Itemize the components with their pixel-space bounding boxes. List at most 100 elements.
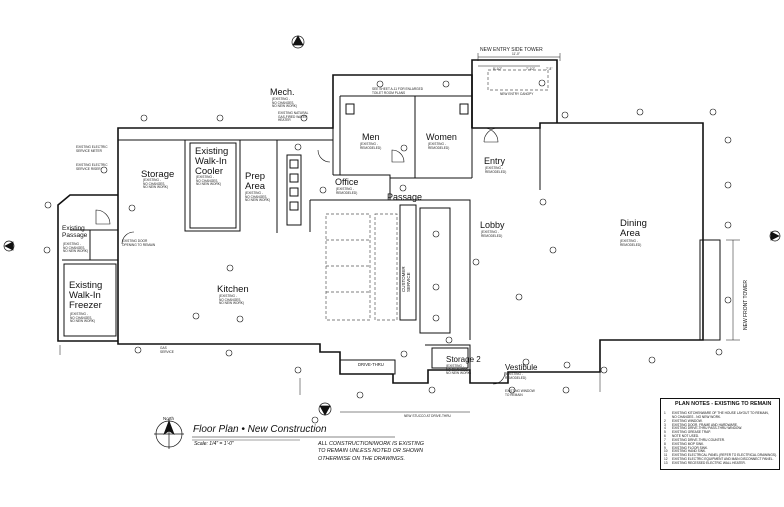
room-vestibule: Vestibule bbox=[505, 363, 538, 372]
plan-note-number: 8 bbox=[664, 441, 666, 446]
general-note: ALL CONSTRUCTION/WORK IS EXISTING TO REM… bbox=[318, 441, 424, 462]
room-drive-thru: DRIVE-THRU bbox=[358, 362, 384, 367]
note-electric-riser: EXISTING ELECTRIC SERVICE RISER bbox=[76, 163, 108, 171]
plan-note-item: 5 EXISTING GREASE TRAP. bbox=[664, 430, 777, 435]
plan-note-number: 7 bbox=[664, 437, 666, 442]
room-storage: Storage bbox=[141, 169, 175, 180]
plan-note-item: 1 EXISTING KITCHENWARE OF THE HOUSE LAYOU… bbox=[664, 411, 777, 420]
plan-note-number: 5 bbox=[664, 430, 666, 435]
dimension-top: 11'-0" bbox=[512, 52, 520, 56]
men-toilet bbox=[345, 103, 355, 115]
cooler-box bbox=[189, 142, 237, 229]
room-office: Office bbox=[335, 177, 359, 187]
note-existing-passage: (EXISTING - NO CHANGES, NO NEW WORK) bbox=[63, 242, 88, 254]
storage2-box bbox=[431, 347, 469, 369]
room-entry: Entry bbox=[484, 156, 506, 166]
note-entry: (EXISTING - REMODELED) bbox=[485, 166, 507, 174]
plan-note-number: 4 bbox=[664, 426, 666, 431]
note-storage2: (EXISTING - NO CHANGES, NO NEW WORK) bbox=[446, 364, 471, 376]
room-prep-area: Prep Area bbox=[245, 171, 266, 192]
exterior-wall-main bbox=[117, 74, 704, 384]
room-passage: Passage bbox=[387, 192, 423, 202]
dimension-b: 7'-1/2" bbox=[526, 67, 536, 71]
drive-thru-window bbox=[339, 359, 396, 375]
drawing-title: Floor Plan • New Construction bbox=[193, 424, 327, 435]
room-women: Women bbox=[426, 132, 457, 142]
plan-note-text: EXISTING FLOOR SINK. bbox=[672, 445, 708, 450]
customer-counter bbox=[399, 204, 417, 321]
plan-note-item: 3 EXISTING DOOR, FRAME AND HARDWARE. bbox=[664, 422, 777, 428]
note-men: (EXISTING - REMODELED) bbox=[360, 142, 382, 150]
plan-note-text: NOTE NOT USED. bbox=[672, 434, 700, 439]
service-line bbox=[419, 207, 451, 334]
plan-notes-list: 1 EXISTING KITCHENWARE OF THE HOUSE LAYOU… bbox=[664, 411, 777, 466]
plan-note-text: EXISTING DOOR, FRAME AND HARDWARE. bbox=[672, 422, 738, 427]
plan-note-item: 7 EXISTING DRIVE-THRU COUNTER. bbox=[664, 437, 777, 443]
plan-note-text: EXISTING KITCHENWARE OF THE HOUSE LAYOUT… bbox=[672, 411, 769, 419]
note-existing-door: EXISTING DOOR OPENING TO REMAIN bbox=[122, 239, 156, 247]
room-dining-area: Dining Area bbox=[620, 218, 647, 239]
front-tower-box bbox=[699, 239, 721, 341]
plan-note-number: 2 bbox=[664, 418, 666, 423]
label-new-front-tower: NEW FRONT TOWER bbox=[743, 280, 749, 330]
plan-note-item: 12 EXISTING ELECTRIC EQUIPMENT AND MAIN D… bbox=[664, 457, 777, 462]
dimension-c: 7'-8" bbox=[546, 67, 553, 71]
note-lobby: (EXISTING - REMODELED) bbox=[481, 230, 503, 238]
plan-note-number: 13 bbox=[664, 460, 668, 465]
drawing-scale: Scale: 1/4" = 1'-0" bbox=[194, 441, 234, 447]
entry-canopy bbox=[487, 69, 549, 91]
women-toilet bbox=[459, 103, 469, 115]
note-vestibule: (EXISTING - REMODELED) bbox=[505, 372, 527, 380]
plan-note-text: EXISTING RECESSED ELECTRIC WALL HEATER. bbox=[672, 460, 746, 465]
dimension-a: 8'-1/2" bbox=[493, 67, 503, 71]
plan-note-text: EXISTING HAND SINK. bbox=[672, 449, 707, 454]
room-existing-passage: Existing Passage bbox=[62, 225, 88, 239]
mech-unit bbox=[286, 154, 302, 226]
kitchen-equipment-1 bbox=[325, 213, 371, 321]
note-dining: (EXISTING - REMODELED) bbox=[620, 239, 642, 247]
plan-note-number: 1 bbox=[664, 411, 666, 415]
note-storage: (EXISTING - NO CHANGES, NO NEW WORK) bbox=[143, 178, 168, 190]
note-women: (EXISTING - REMODELED) bbox=[428, 142, 450, 150]
freezer-box bbox=[63, 263, 117, 337]
room-storage-2: Storage 2 bbox=[446, 355, 481, 364]
north-label: North bbox=[163, 416, 175, 421]
plan-note-item: 8 EXISTING MOP SINK. bbox=[664, 441, 777, 447]
plan-note-number: 10 bbox=[664, 449, 668, 454]
note-entry-canopy: NEW ENTRY CANOPY bbox=[500, 92, 534, 96]
plan-note-text: EXISTING WINDOW. bbox=[672, 418, 703, 423]
plan-note-text: EXISTING ELECTRIC EQUIPMENT AND MAIN DIS… bbox=[672, 457, 774, 462]
room-men: Men bbox=[362, 132, 380, 142]
plan-note-text: EXISTING MOP SINK. bbox=[672, 441, 705, 446]
note-water-heater: EXISTING NATURAL GAS-FIRED WATER HEATER bbox=[278, 111, 309, 123]
note-kitchen: (EXISTING - NO CHANGES, NO NEW WORK) bbox=[219, 294, 244, 306]
note-toilet-reference: SEE SHEET A-11 FOR ENLARGED TOILET ROOM … bbox=[372, 87, 424, 95]
plan-note-item: 13 EXISTING RECESSED ELECTRIC WALL HEATER… bbox=[664, 460, 777, 466]
plan-note-text: EXISTING ELECTRICAL PANEL (REFER TO ELEC… bbox=[672, 453, 777, 458]
callout-markers bbox=[43, 79, 732, 424]
plan-note-item: 2 EXISTING WINDOW. bbox=[664, 418, 777, 424]
interior-walls bbox=[62, 95, 541, 370]
plan-note-text: EXISTING DRIVE-THRU COUNTER. bbox=[672, 437, 725, 442]
note-office: (EXISTING - REMODELED) bbox=[336, 187, 358, 195]
plan-notes-heading: PLAN NOTES - EXISTING TO REMAIN bbox=[675, 401, 772, 407]
label-new-entry-tower: NEW ENTRY SIDE TOWER bbox=[480, 47, 543, 53]
plan-note-item: 10 EXISTING HAND SINK. bbox=[664, 450, 777, 454]
note-electric-meter: EXISTING ELECTRIC SERVICE METER bbox=[76, 145, 108, 153]
note-prep: (EXISTING - NO CHANGES, NO NEW WORK) bbox=[245, 191, 270, 203]
note-cooler: (EXISTING - NO CHANGES, NO NEW WORK) bbox=[196, 175, 221, 187]
note-mech: (EXISTING - NO CHANGES, NO NEW WORK) bbox=[272, 97, 297, 109]
plan-note-number: 3 bbox=[664, 422, 666, 427]
plan-note-text: EXISTING GREASE TRAP. bbox=[672, 430, 711, 435]
room-freezer: Existing Walk-In Freezer bbox=[69, 280, 103, 311]
entry-tower-wall bbox=[471, 59, 558, 128]
exterior-wall-freezer bbox=[57, 194, 118, 342]
north-arrow-icon bbox=[154, 419, 184, 449]
plan-note-number: 12 bbox=[664, 457, 668, 462]
section-markers bbox=[3, 35, 781, 416]
note-existing-window: EXISTING WINDOW TO REMAIN bbox=[505, 389, 535, 397]
